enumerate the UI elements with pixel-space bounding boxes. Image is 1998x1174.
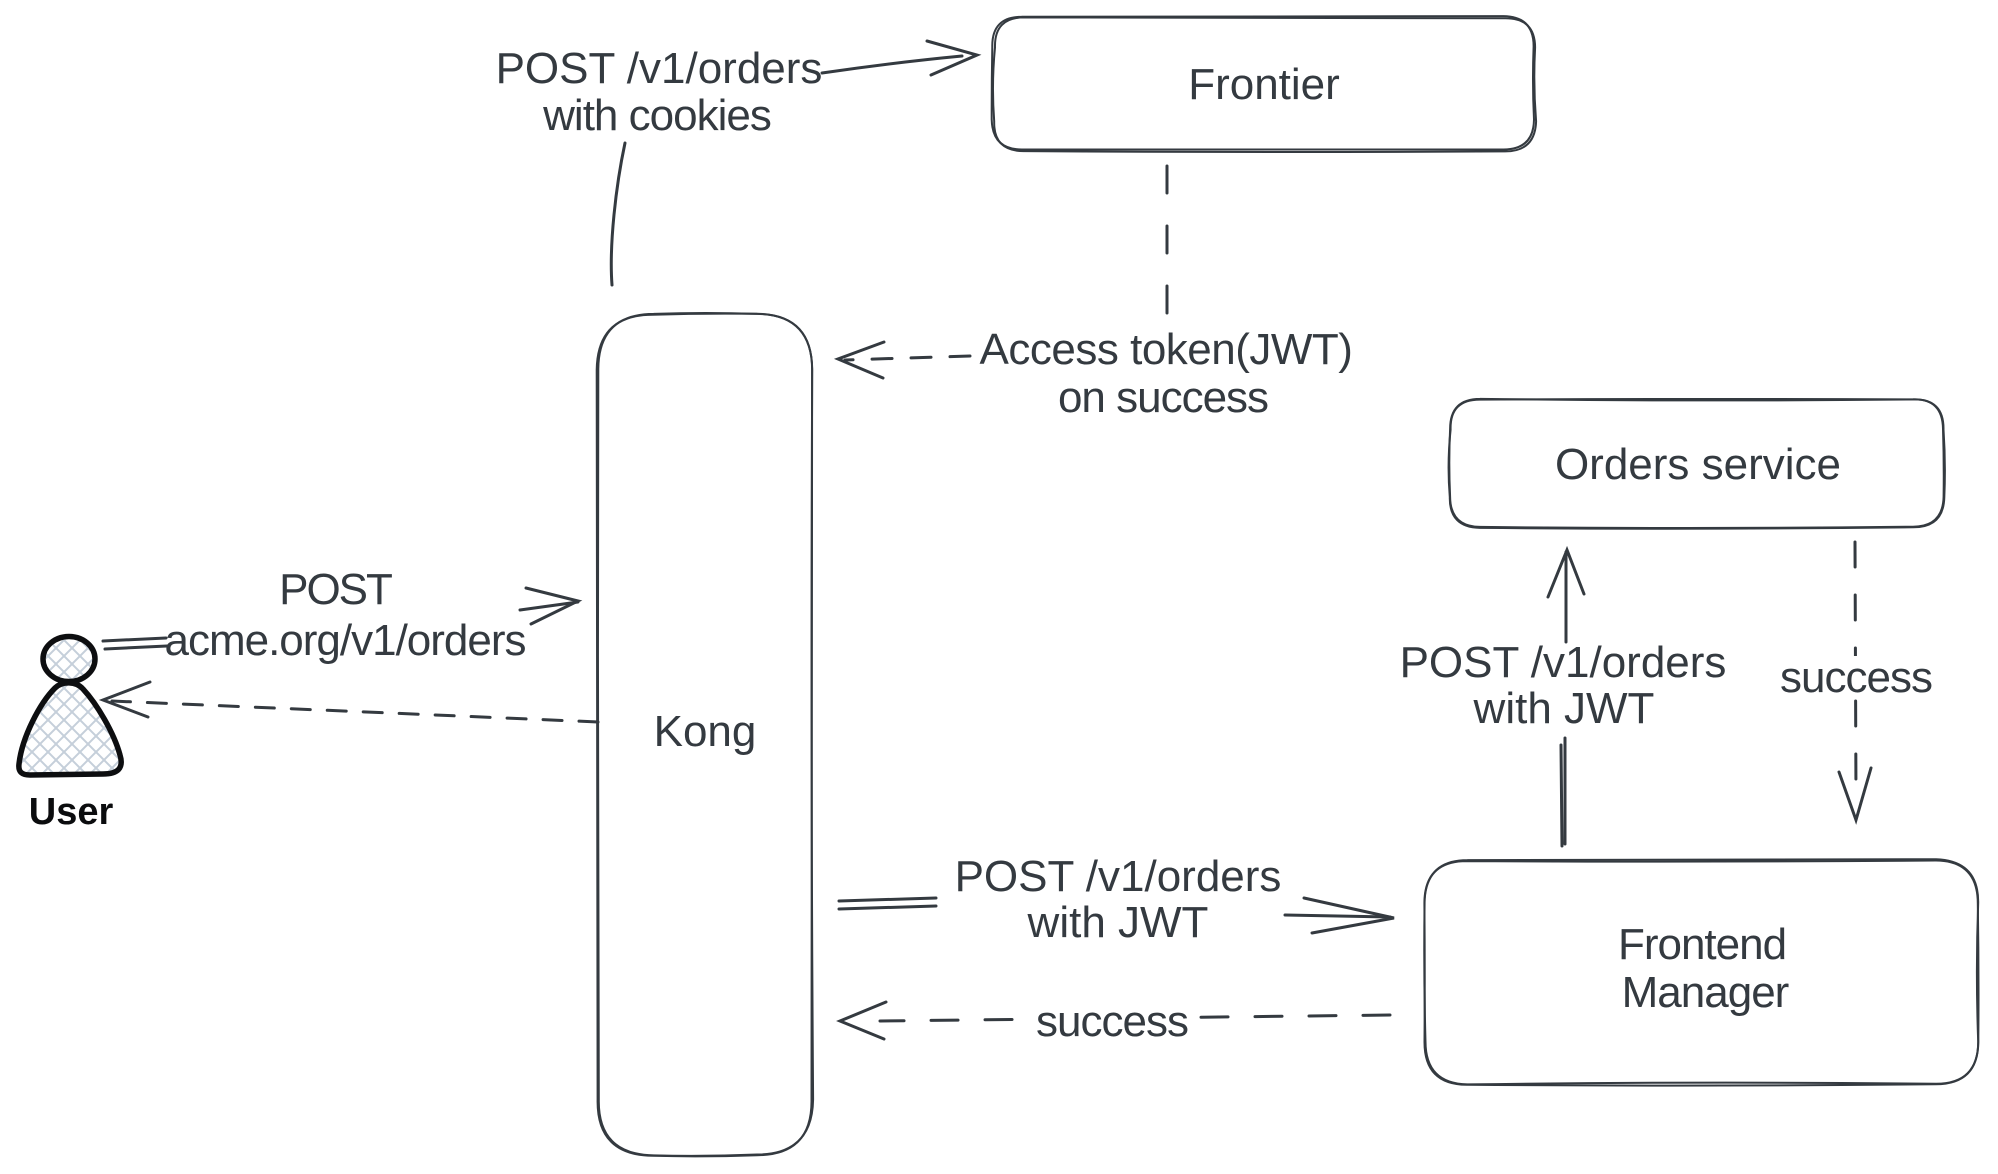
svg-text:Frontend: Frontend (1618, 920, 1786, 969)
svg-text:with JWT: with JWT (1027, 898, 1209, 947)
svg-text:POST /v1/orders: POST /v1/orders (955, 852, 1282, 901)
svg-text:with cookies: with cookies (542, 91, 771, 140)
svg-text:success: success (1780, 653, 1932, 702)
svg-text:success: success (1036, 997, 1188, 1046)
svg-text:on success: on success (1058, 373, 1268, 422)
svg-text:POST /v1/orders: POST /v1/orders (1400, 638, 1727, 687)
svg-text:Frontier: Frontier (1188, 60, 1340, 109)
svg-text:Orders service: Orders service (1555, 440, 1841, 489)
svg-text:with JWT: with JWT (1473, 684, 1655, 733)
svg-text:acme.org/v1/orders: acme.org/v1/orders (164, 616, 525, 665)
svg-text:Access token(JWT): Access token(JWT) (980, 325, 1353, 374)
svg-text:User: User (29, 791, 114, 833)
svg-text:POST: POST (279, 565, 392, 614)
svg-text:Manager: Manager (1622, 968, 1789, 1017)
svg-text:Kong: Kong (654, 707, 757, 756)
svg-text:POST /v1/orders: POST /v1/orders (496, 44, 823, 93)
